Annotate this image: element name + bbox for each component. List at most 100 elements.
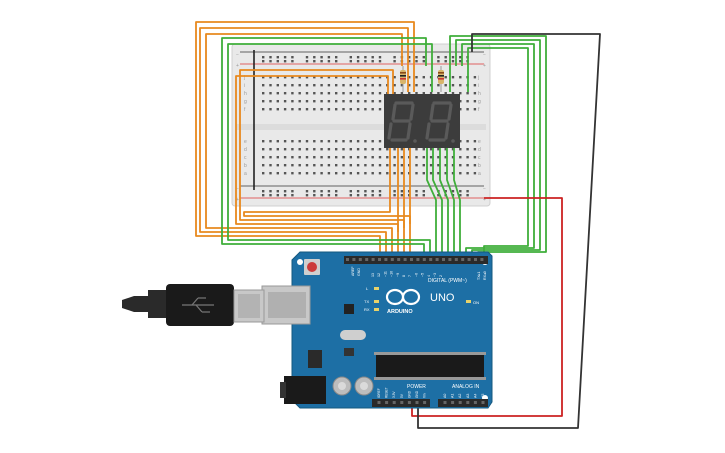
breadboard-hole[interactable] <box>386 164 389 167</box>
breadboard-hole[interactable] <box>283 108 287 111</box>
breadboard-hole[interactable] <box>320 148 323 151</box>
breadboard-hole[interactable] <box>262 108 265 111</box>
rail-hole[interactable] <box>415 60 418 63</box>
breadboard-hole[interactable] <box>429 164 433 167</box>
rail-hole[interactable] <box>327 60 331 63</box>
breadboard-hole[interactable] <box>320 100 323 103</box>
breadboard-hole[interactable] <box>342 172 345 175</box>
header-pin[interactable] <box>442 258 445 261</box>
wire-green-7[interactable] <box>453 148 461 258</box>
breadboard-hole[interactable] <box>371 140 374 143</box>
rail-hole[interactable] <box>283 60 287 63</box>
breadboard-hole[interactable] <box>283 172 287 175</box>
breadboard-hole[interactable] <box>298 148 301 151</box>
breadboard-hole[interactable] <box>262 156 265 159</box>
wire-green-1[interactable] <box>221 37 427 258</box>
breadboard-hole[interactable] <box>437 92 440 95</box>
breadboard-hole[interactable] <box>415 156 418 159</box>
arduino-uno-board[interactable]: UNO ARDUINO DIGITAL (PWM~) POWER ANALOG … <box>261 251 493 409</box>
breadboard-hole[interactable] <box>451 156 455 159</box>
rail-hole[interactable] <box>313 194 316 197</box>
breadboard-hole[interactable] <box>298 76 301 79</box>
breadboard-hole[interactable] <box>473 108 477 111</box>
rail-hole[interactable] <box>371 190 374 193</box>
rail-hole[interactable] <box>291 56 294 59</box>
breadboard-hole[interactable] <box>451 92 455 95</box>
breadboard-hole[interactable] <box>422 76 425 79</box>
breadboard-hole[interactable] <box>393 84 396 87</box>
rail-hole[interactable] <box>415 190 418 193</box>
breadboard-hole[interactable] <box>276 76 279 79</box>
breadboard-hole[interactable] <box>262 84 265 87</box>
rail-hole[interactable] <box>451 190 455 193</box>
breadboard-hole[interactable] <box>327 172 331 175</box>
header-pin[interactable] <box>384 258 388 261</box>
breadboard-hole[interactable] <box>291 84 294 87</box>
breadboard-hole[interactable] <box>444 76 447 79</box>
rail-hole[interactable] <box>349 56 352 59</box>
breadboard-hole[interactable] <box>473 92 477 95</box>
breadboard-hole[interactable] <box>342 84 345 87</box>
breadboard-hole[interactable] <box>378 76 382 79</box>
breadboard-hole[interactable] <box>451 76 455 79</box>
rail-hole[interactable] <box>276 56 279 59</box>
breadboard-hole[interactable] <box>415 92 418 95</box>
breadboard-hole[interactable] <box>371 172 374 175</box>
header-pin[interactable] <box>415 401 419 404</box>
breadboard-hole[interactable] <box>356 140 360 143</box>
breadboard-hole[interactable] <box>313 76 316 79</box>
header-pin[interactable] <box>443 401 447 404</box>
breadboard-hole[interactable] <box>305 92 309 95</box>
breadboard-hole[interactable] <box>371 92 374 95</box>
breadboard-hole[interactable] <box>451 84 455 87</box>
breadboard-hole[interactable] <box>342 76 345 79</box>
rail-hole[interactable] <box>335 194 338 197</box>
breadboard-hole[interactable] <box>327 84 331 87</box>
breadboard-hole[interactable] <box>291 140 294 143</box>
breadboard-hole[interactable] <box>473 76 477 79</box>
rail-hole[interactable] <box>444 190 447 193</box>
rail-hole[interactable] <box>459 194 462 197</box>
breadboard-hole[interactable] <box>305 140 309 143</box>
rail-hole[interactable] <box>364 56 367 59</box>
breadboard-hole[interactable] <box>364 108 367 111</box>
header-pin[interactable] <box>448 258 452 261</box>
breadboard-hole[interactable] <box>335 84 338 87</box>
breadboard-hole[interactable] <box>459 92 462 95</box>
rail-hole[interactable] <box>466 190 469 193</box>
rail-hole[interactable] <box>378 56 382 59</box>
breadboard-hole[interactable] <box>276 140 279 143</box>
breadboard-hole[interactable] <box>269 164 272 167</box>
breadboard-hole[interactable] <box>291 100 294 103</box>
breadboard-hole[interactable] <box>305 108 309 111</box>
breadboard-hole[interactable] <box>466 172 469 175</box>
breadboard-hole[interactable] <box>298 172 301 175</box>
rail-hole[interactable] <box>437 56 440 59</box>
resistor-right[interactable] <box>438 66 444 92</box>
header-pin[interactable] <box>423 401 427 404</box>
breadboard-hole[interactable] <box>364 92 367 95</box>
breadboard-hole[interactable] <box>298 100 301 103</box>
breadboard-hole[interactable] <box>459 156 462 159</box>
breadboard-hole[interactable] <box>393 76 396 79</box>
breadboard-hole[interactable] <box>291 76 294 79</box>
rail-hole[interactable] <box>378 60 382 63</box>
rail-hole[interactable] <box>364 60 367 63</box>
wire-green-3[interactable] <box>426 148 437 258</box>
breadboard-hole[interactable] <box>400 92 404 95</box>
header-pin[interactable] <box>474 258 477 261</box>
breadboard-hole[interactable] <box>342 92 345 95</box>
header-pin[interactable] <box>371 258 375 261</box>
breadboard-hole[interactable] <box>386 172 389 175</box>
breadboard-hole[interactable] <box>378 84 382 87</box>
breadboard-hole[interactable] <box>335 76 338 79</box>
breadboard-hole[interactable] <box>364 148 367 151</box>
header-pin[interactable] <box>416 258 420 261</box>
header-pin[interactable] <box>422 258 426 261</box>
breadboard-hole[interactable] <box>276 164 279 167</box>
breadboard-hole[interactable] <box>393 156 396 159</box>
rail-hole[interactable] <box>269 60 272 63</box>
header-pin[interactable] <box>352 258 356 261</box>
breadboard-hole[interactable] <box>349 76 352 79</box>
breadboard-hole[interactable] <box>400 148 404 151</box>
